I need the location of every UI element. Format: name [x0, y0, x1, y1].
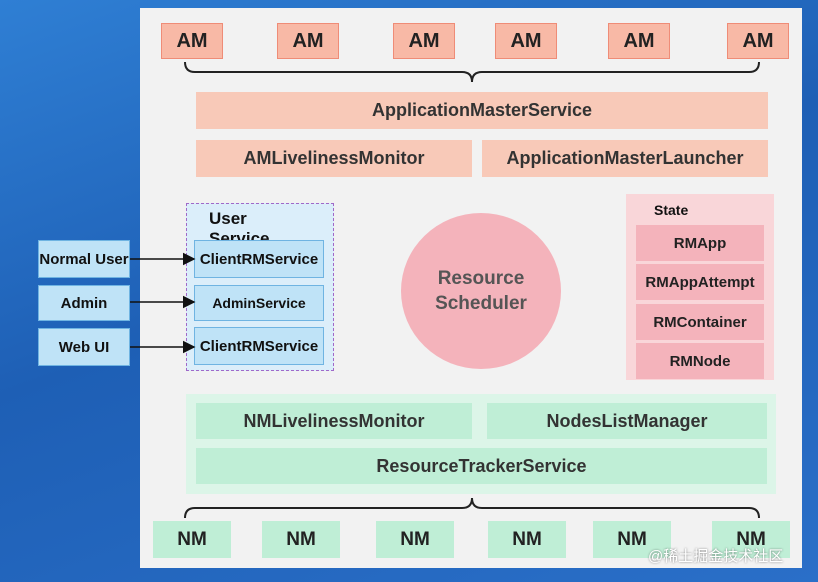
client-rm-service: ClientRMService — [194, 327, 324, 365]
am-node: AM — [608, 23, 670, 59]
nm-node: NM — [593, 521, 671, 558]
am-liveliness-monitor: AMLivelinessMonitor — [196, 140, 472, 177]
resource-scheduler: Resource Scheduler — [401, 213, 561, 369]
application-master-launcher: ApplicationMasterLauncher — [482, 140, 768, 177]
resource-tracker-service: ResourceTrackerService — [196, 448, 767, 484]
am-node: AM — [393, 23, 455, 59]
state-machine-rmcontainer: RMContainer — [636, 304, 764, 340]
client-normal-user: Normal User — [38, 240, 130, 278]
watermark: @稀土掘金技术社区 — [648, 548, 784, 565]
nodes-list-manager: NodesListManager — [487, 403, 767, 439]
nm-node: NM — [376, 521, 454, 558]
am-node: AM — [277, 23, 339, 59]
state-machine-title: State Machine — [654, 202, 710, 222]
nm-node: NM — [712, 521, 790, 558]
client-rm-service: ClientRMService — [194, 240, 324, 278]
client-web-ui: Web UI — [38, 328, 130, 366]
nm-liveliness-monitor: NMLivelinessMonitor — [196, 403, 472, 439]
nm-node: NM — [262, 521, 340, 558]
am-node: AM — [495, 23, 557, 59]
state-machine-rmappattempt: RMAppAttempt — [636, 264, 764, 300]
admin-service: AdminService — [194, 285, 324, 321]
state-machine-rmapp: RMApp — [636, 225, 764, 261]
nm-node: NM — [488, 521, 566, 558]
state-machine-rmnode: RMNode — [636, 343, 764, 379]
am-node: AM — [727, 23, 789, 59]
am-node: AM — [161, 23, 223, 59]
application-master-service: ApplicationMasterService — [196, 92, 768, 129]
client-admin: Admin — [38, 285, 130, 321]
nm-node: NM — [153, 521, 231, 558]
